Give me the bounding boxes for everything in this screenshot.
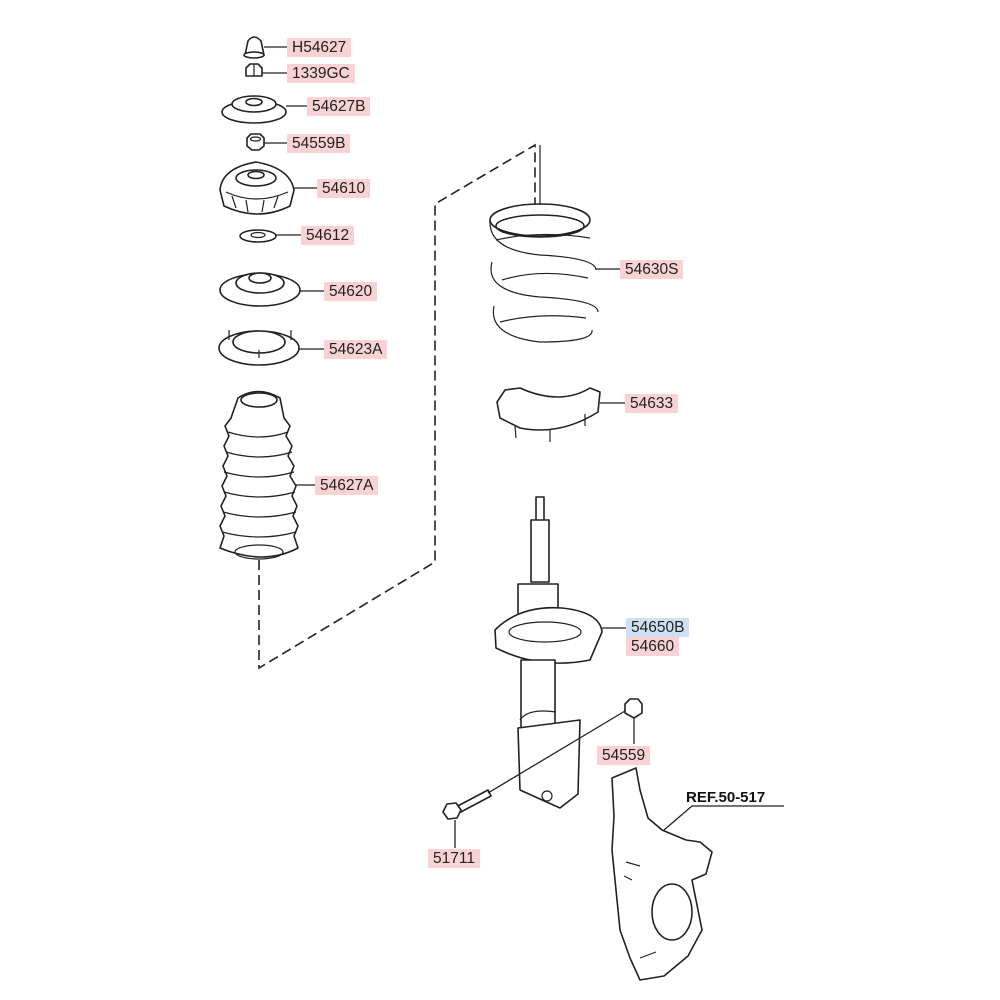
spring-pad-drawing — [496, 387, 601, 442]
strut-assembly-drawing — [494, 496, 603, 809]
part-label-54627a: 54627A — [315, 476, 379, 495]
part-label-54633: 54633 — [625, 394, 679, 413]
part-label-54623a: 54623A — [324, 340, 388, 359]
part-label-54610: 54610 — [317, 179, 371, 198]
part-label-54559: 54559 — [597, 746, 651, 765]
part-label-54627b: 54627B — [307, 97, 371, 116]
part-label-1339gc: 1339GC — [287, 64, 355, 83]
upper-spring-seat-drawing — [218, 330, 300, 366]
lock-nut-drawing — [246, 133, 265, 151]
steering-knuckle-drawing — [611, 767, 784, 981]
part-label-51711: 51711 — [428, 849, 480, 868]
dust-cover-washer-drawing — [221, 95, 287, 124]
part-label-54650b: 54650B — [626, 618, 690, 637]
part-label-h54627: H54627 — [287, 38, 352, 57]
part-label-54612: 54612 — [301, 226, 355, 245]
part-label-54559b: 54559B — [287, 134, 351, 153]
coil-spring-drawing — [489, 145, 599, 343]
strut-bolt-drawing — [442, 710, 626, 848]
cap-drawing — [243, 36, 265, 59]
thin-washer-drawing — [239, 229, 277, 243]
reference-label: REF.50-517 — [686, 789, 766, 806]
assembly-outline — [258, 143, 536, 670]
dust-boot-drawing — [219, 390, 299, 560]
part-label-54660: 54660 — [626, 637, 680, 656]
strut-mount-drawing — [219, 161, 295, 215]
nut-drawing — [245, 63, 263, 77]
part-label-54630s: 54630S — [620, 260, 684, 279]
strut-nut-drawing — [624, 698, 643, 744]
bearing-drawing — [219, 272, 301, 307]
part-label-54620: 54620 — [324, 282, 378, 301]
